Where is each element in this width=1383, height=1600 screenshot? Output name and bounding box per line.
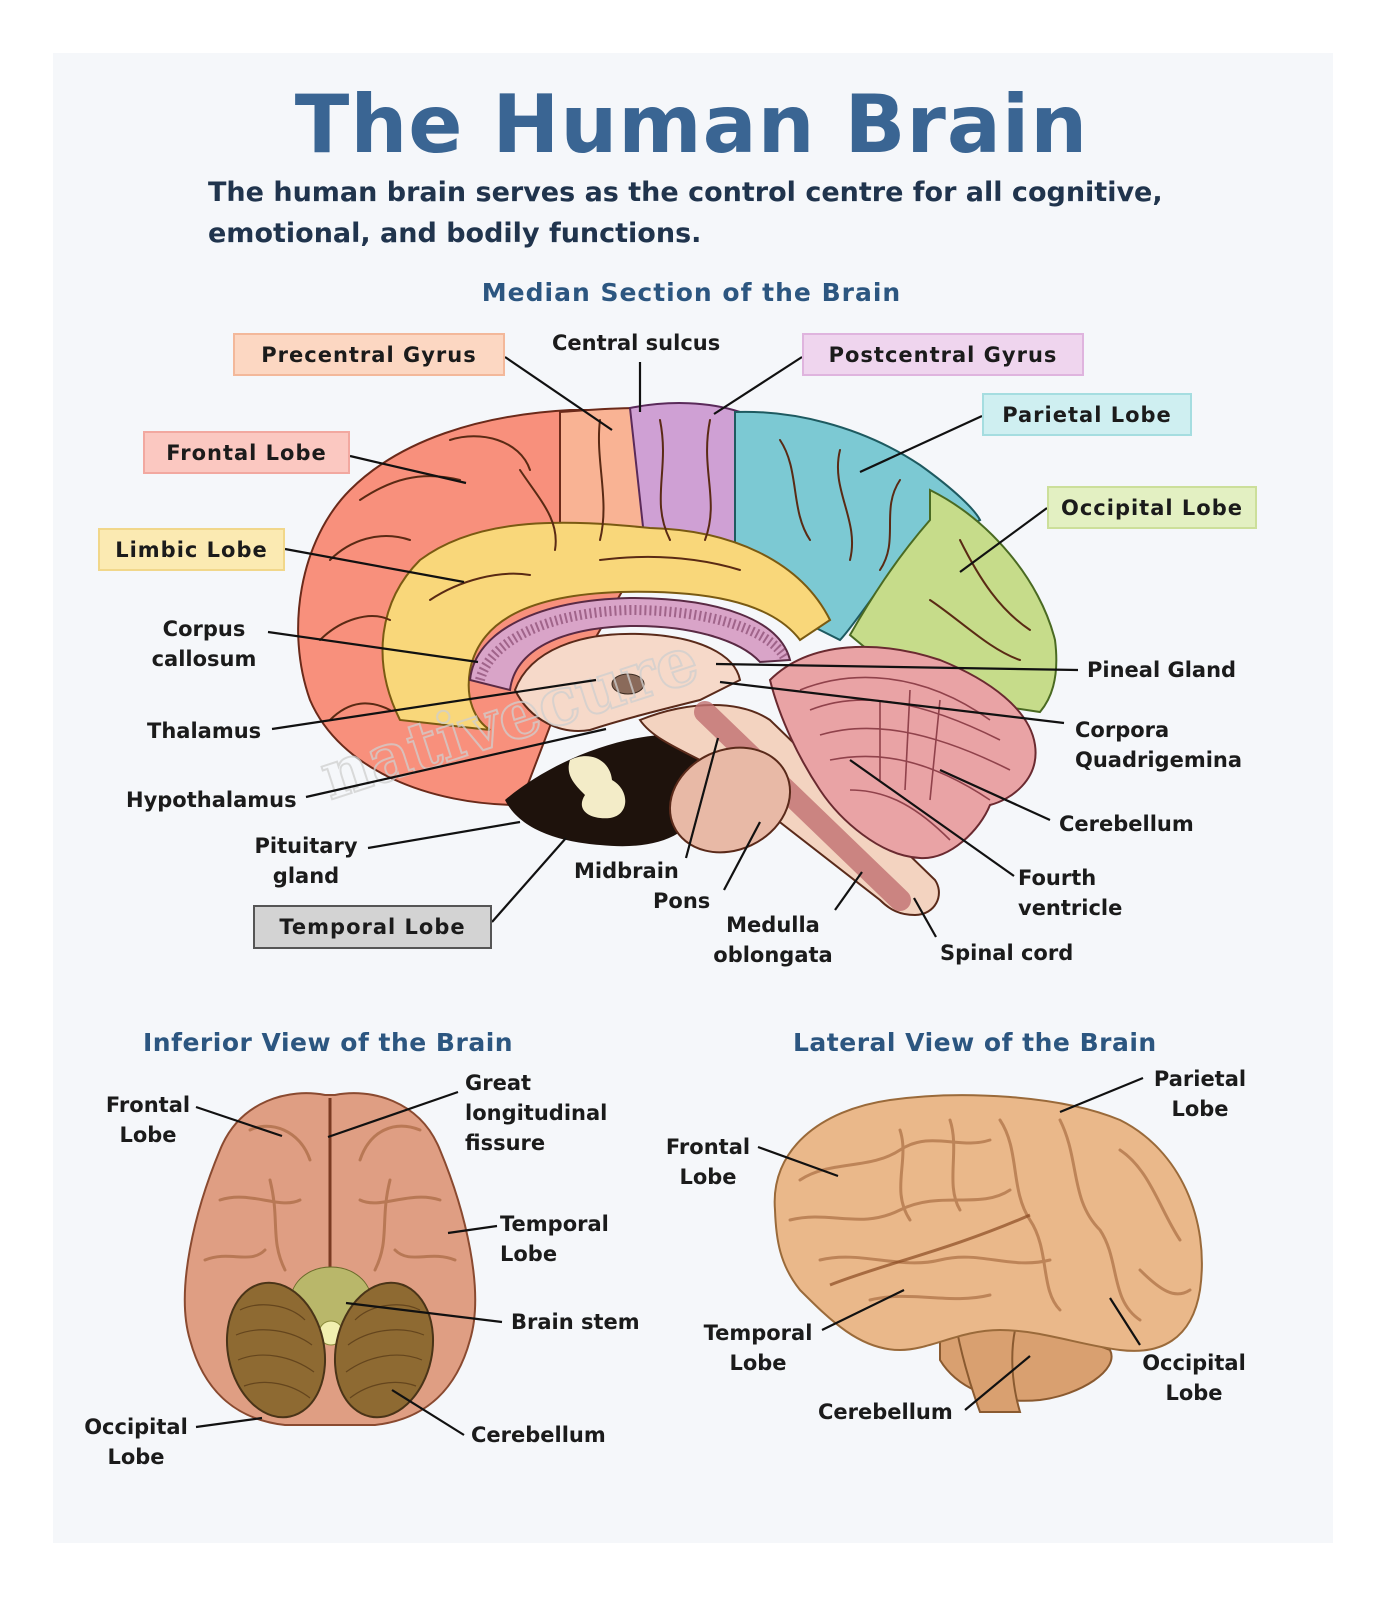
occipital-lobe-box: Occipital Lobe	[1047, 486, 1257, 529]
lateral-occipital-lobe-label: Occipital Lobe	[1142, 1351, 1246, 1405]
fourth-ventricle-label: Fourth ventricle	[1018, 866, 1123, 920]
median-section-illustration: nativecure	[297, 402, 1058, 917]
lateral-leader-lines	[757, 1076, 1144, 1411]
lateral-parietal-lobe-label: Parietal Lobe	[1153, 1067, 1247, 1121]
thalamus-label: Thalamus	[147, 719, 262, 743]
pons-label: Pons	[653, 889, 711, 913]
medulla-oblongata-label: Medulla oblongata	[713, 913, 833, 967]
corpus-callosum-label: Corpus callosum	[151, 617, 257, 671]
corpora-quadrigemina-label: Corpora Quadrigemina	[1075, 718, 1243, 772]
lateral-view-heading: Lateral View of the Brain	[793, 1028, 1157, 1057]
temporal-lobe-box: Temporal Lobe	[253, 905, 492, 949]
pituitary-gland-label: Pituitary gland	[254, 834, 358, 888]
median-section-heading: Median Section of the Brain	[481, 278, 902, 307]
median-leader-lines	[267, 356, 1079, 938]
hypothalamus-label: Hypothalamus	[126, 788, 297, 812]
great-longitudinal-fissure-label: Great longitudinal fissure	[465, 1071, 608, 1155]
precentral-gyrus-box: Precentral Gyrus	[233, 333, 505, 376]
spinal-cord-label: Spinal cord	[940, 941, 1074, 965]
parietal-lobe-box: Parietal Lobe	[982, 393, 1192, 436]
lateral-frontal-lobe-label: Frontal Lobe	[665, 1135, 751, 1189]
inferior-view-heading: Inferior View of the Brain	[143, 1028, 514, 1057]
limbic-lobe-box: Limbic Lobe	[98, 528, 285, 571]
page-title: The Human Brain	[294, 78, 1089, 171]
cerebellum-region	[768, 645, 1037, 860]
inferior-view-illustration	[183, 1092, 477, 1426]
inferior-occipital-lobe-label: Occipital Lobe	[84, 1415, 188, 1469]
central-sulcus-label: Central sulcus	[552, 331, 721, 355]
inferior-cerebellum-label: Cerebellum	[471, 1423, 606, 1447]
inferior-leader-lines	[195, 1090, 503, 1436]
inferior-temporal-lobe-label: Temporal Lobe	[500, 1212, 609, 1266]
lateral-view-illustration	[773, 1094, 1203, 1413]
lateral-brainstem	[953, 1318, 1022, 1413]
lateral-cerebellum-label: Cerebellum	[818, 1400, 953, 1424]
postcentral-gyrus-box: Postcentral Gyrus	[802, 333, 1084, 376]
inferior-frontal-lobe-label: Frontal Lobe	[105, 1093, 191, 1147]
midbrain-label: Midbrain	[574, 859, 679, 883]
lateral-brain-shape	[773, 1094, 1203, 1352]
cerebellum-label: Cerebellum	[1059, 812, 1194, 836]
page-subtitle: The human brain serves as the control ce…	[208, 177, 1163, 249]
brain-stem-label: Brain stem	[511, 1310, 640, 1334]
postcentral-region	[628, 402, 742, 549]
lateral-temporal-lobe-label: Temporal Lobe	[703, 1321, 813, 1375]
pons-region	[668, 746, 792, 854]
frontal-lobe-box: Frontal Lobe	[143, 431, 350, 474]
pineal-gland-label: Pineal Gland	[1087, 658, 1237, 682]
